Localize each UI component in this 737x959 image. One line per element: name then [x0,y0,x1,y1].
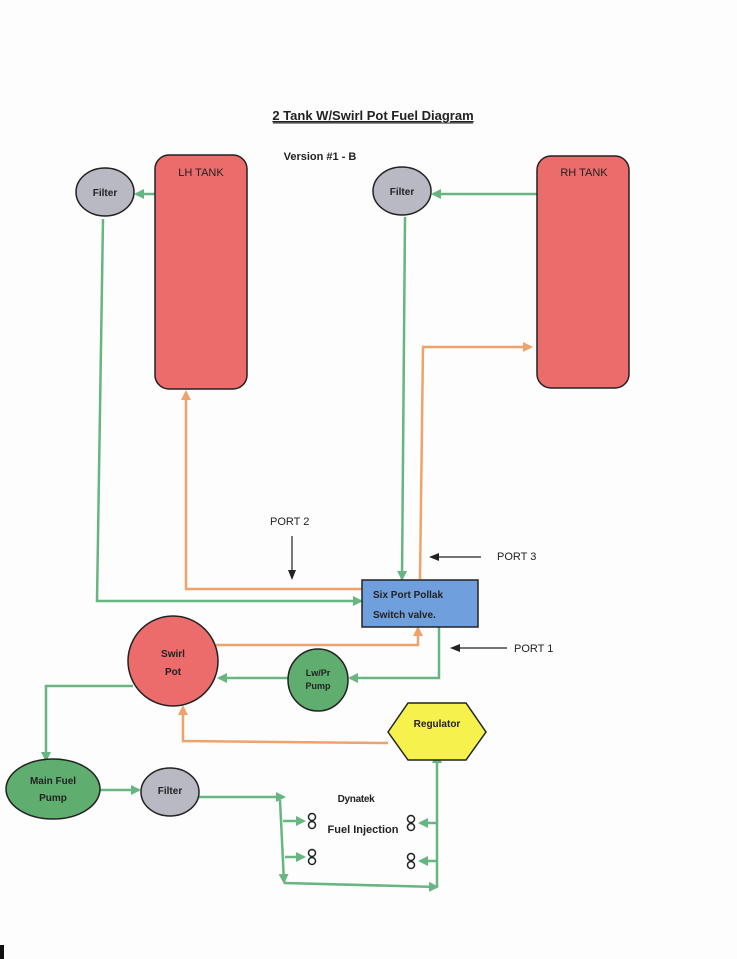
injector-top-right-icon [406,814,416,832]
diagram-title: 2 Tank W/Swirl Pot Fuel Diagram [272,108,473,123]
line-swirl-pot-to-main-pump [41,684,133,762]
port-1-callout: PORT 1 [450,643,553,655]
lh-filter-shape [75,167,135,217]
rh-tank-label: RH TANK [560,167,608,179]
regulator-label: Regulator [414,719,461,730]
port-2-callout: PORT 2 [270,516,309,580]
main-fuel-pump-label-1: Main Fuel [30,776,76,787]
dynatek-label: Dynatek [338,794,376,805]
port-1-label: PORT 1 [514,643,553,655]
lh-tank-shape [154,154,248,390]
lift-pump: Lw/Pr Pump [287,648,349,712]
line-valve-to-lift-pump [348,627,441,683]
port-3-label: PORT 3 [497,551,536,563]
switch-valve-shape [361,579,479,628]
line-swirl-pot-to-valve [216,626,423,647]
injector-bottom-right-icon [406,852,416,870]
rh-filter-shape [372,166,432,216]
line-rh-filter-to-valve [397,216,408,581]
lh-filter-label: Filter [93,188,118,199]
lh-filter: Filter [75,167,135,217]
swirl-pot-label-1: Swirl [161,649,185,660]
lh-tank-label: LH TANK [178,167,224,179]
rh-filter: Filter [372,166,432,216]
line-valve-to-lh-tank [181,390,362,591]
lift-pump-label-1: Lw/Pr [306,668,331,678]
return-lines [178,342,533,745]
rh-tank: RH TANK [536,155,630,389]
regulator: Regulator [387,702,487,761]
lh-tank: LH TANK [154,154,248,390]
supply-lines [41,189,537,892]
port-3-callout: PORT 3 [429,551,536,563]
line-left-rail-down [278,799,289,884]
line-bottom-crossover [283,881,439,892]
injector-top-left-icon [307,812,317,830]
line-valve-to-rh-tank [418,342,533,580]
main-filter-label: Filter [158,786,183,797]
line-regulator-to-swirl-pot [178,705,389,745]
switch-valve-label-1: Six Port Pollak [373,590,443,601]
line-lh-filter-to-valve [95,218,363,606]
lift-pump-label-2: Pump [305,681,331,691]
switch-valve: Six Port Pollak Switch valve. [361,579,479,628]
main-filter: Filter [140,767,200,817]
injector-bottom-left-icon [307,848,317,866]
version-label: Version #1 - B [284,151,357,163]
main-filter-shape [140,767,200,817]
rh-tank-shape [536,155,630,389]
swirl-pot-shape [127,615,219,707]
swirl-pot: Swirl Pot [127,615,219,707]
lift-pump-shape [287,648,349,712]
rh-filter-label: Filter [390,187,415,198]
switch-valve-label-2: Switch valve. [373,610,436,621]
main-fuel-pump-label-2: Pump [39,793,67,804]
main-fuel-pump-shape [5,758,101,820]
fuel-injection-label: Fuel Injection [328,824,399,836]
scan-edge-mark [0,945,4,959]
regulator-shape [387,702,487,761]
port-2-label: PORT 2 [270,516,309,528]
swirl-pot-label-2: Pot [165,667,182,678]
main-fuel-pump: Main Fuel Pump [5,758,101,820]
